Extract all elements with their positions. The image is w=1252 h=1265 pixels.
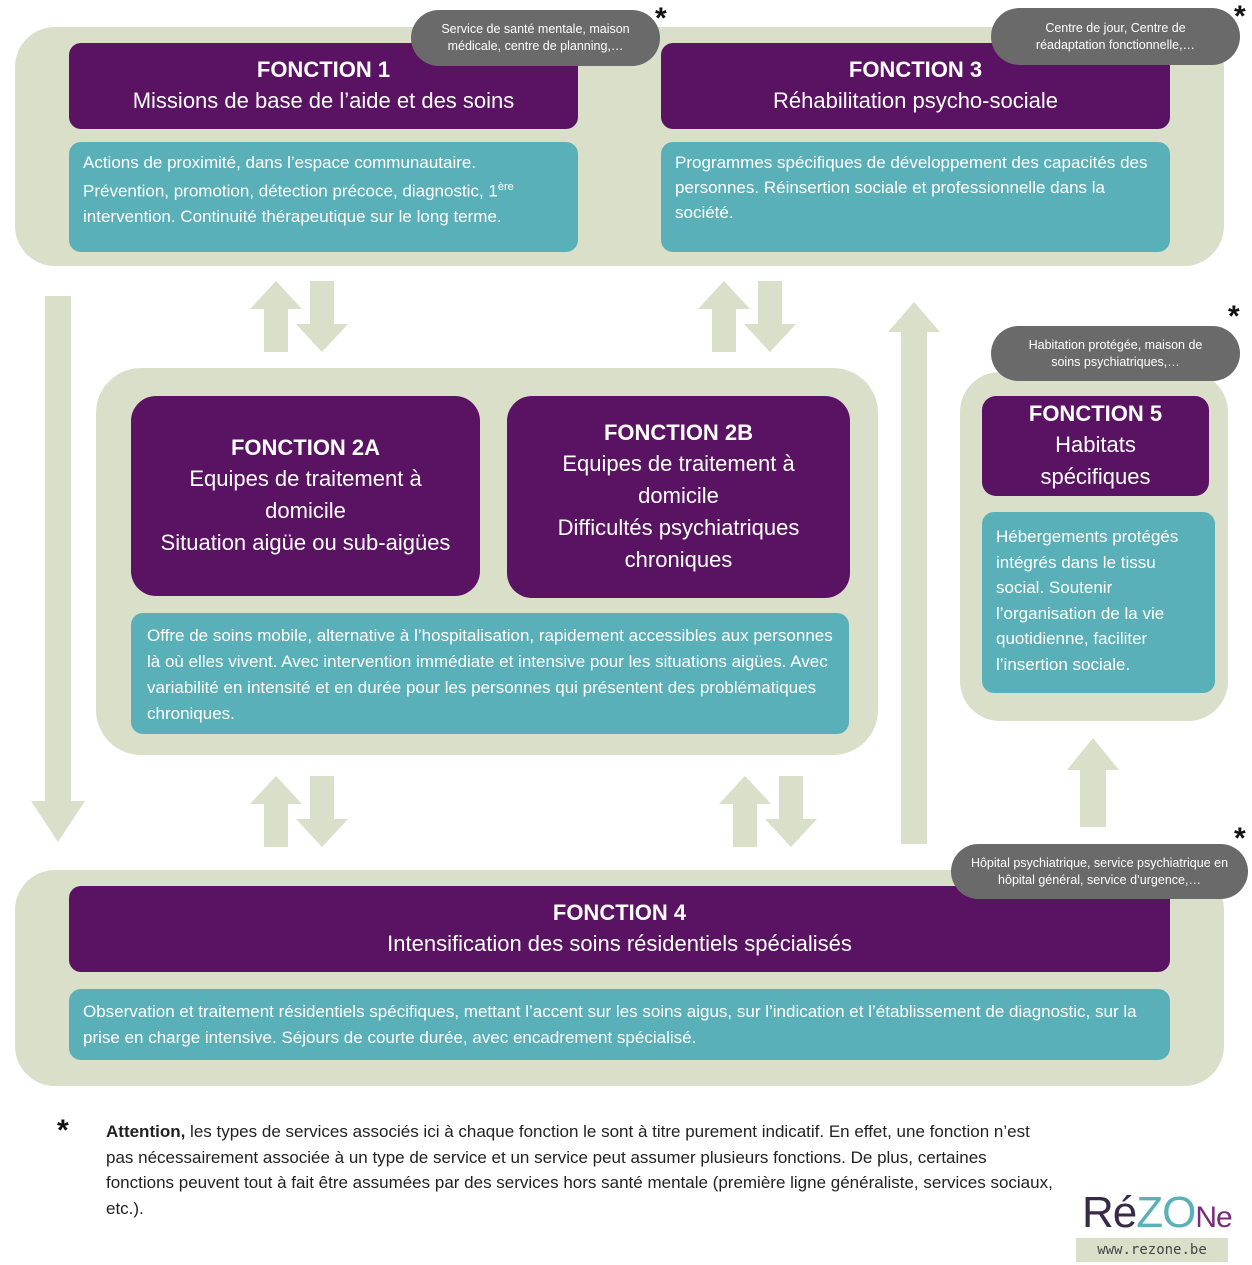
function-3-subtitle: Réhabilitation psycho-sociale [773, 88, 1058, 113]
footnote-text: les types de services associés ici à cha… [106, 1122, 1053, 1218]
function-2b-line-1: Equipes de traitement à domicile [562, 451, 795, 508]
function-2b-title: FONCTION 2B [603, 420, 754, 445]
function-1-subtitle: Missions de base de l’aide et des soins [132, 88, 515, 113]
arrow-up-down-pair-icon [250, 281, 348, 352]
function-4-subtitle: Intensification des soins résidentiels s… [387, 931, 852, 956]
asterisk-function-3: * [1234, 0, 1246, 33]
arrow-down-long-icon [31, 296, 85, 842]
rezone-logo-wordmark: RéZONe [1082, 1188, 1233, 1237]
rezone-logo[interactable]: RéZONe www.rezone.be [1076, 1190, 1233, 1262]
arrow-up-down-pair-icon [698, 281, 796, 352]
function-2b-header: FONCTION 2B Equipes de traitement à domi… [507, 396, 850, 598]
function-3-title: FONCTION 3 [848, 57, 983, 82]
function-5-subtitle: Habitats spécifiques [1040, 432, 1151, 489]
arrow-up-down-pair-icon [719, 776, 817, 847]
function-2-description: Offre de soins mobile, alternative à l’h… [131, 613, 849, 734]
function-2a-line-1: Equipes de traitement à domicile [189, 466, 422, 523]
function-5-services-bubble: Habitation protégée, maison de soins psy… [991, 326, 1240, 381]
arrow-up-down-pair-icon [250, 776, 348, 847]
function-1-services-bubble: Service de santé mentale, maison médical… [411, 10, 660, 66]
arrow-up-icon [1067, 738, 1119, 827]
arrow-up-long-icon [888, 302, 940, 844]
asterisk-function-4: * [1234, 822, 1246, 855]
function-2a-line-2: Situation aigüe ou sub-aigües [160, 530, 451, 555]
function-3-description: Programmes spécifiques de développement … [661, 142, 1170, 252]
function-5-description: Hébergements protégés intégrés dans le t… [982, 512, 1215, 693]
function-2a-header: FONCTION 2A Equipes de traitement à domi… [131, 396, 480, 596]
asterisk-function-1: * [655, 2, 667, 35]
function-2b-line-2: Difficultés psychiatriques chroniques [557, 515, 800, 572]
footnote: Attention, les types de services associé… [106, 1119, 1056, 1221]
function-4-services-bubble: Hôpital psychiatrique, service psychiatr… [951, 844, 1248, 899]
asterisk-footnote: * [57, 1114, 69, 1147]
function-1-title: FONCTION 1 [256, 57, 391, 82]
function-4-description: Observation et traitement résidentiels s… [69, 989, 1170, 1060]
function-2a-title: FONCTION 2A [230, 435, 381, 460]
function-1-description: Actions de proximité, dans l’espace comm… [69, 142, 578, 252]
function-1-header: FONCTION 1 Missions de base de l’aide et… [69, 43, 578, 129]
function-5-header: FONCTION 5 Habitats spécifiques [982, 396, 1209, 496]
footnote-attention: Attention, [106, 1122, 186, 1141]
function-4-title: FONCTION 4 [552, 900, 687, 925]
function-4-header: FONCTION 4 Intensification des soins rés… [69, 886, 1170, 972]
function-5-title: FONCTION 5 [1028, 401, 1163, 426]
rezone-url-link[interactable]: www.rezone.be [1076, 1238, 1228, 1262]
function-3-services-bubble: Centre de jour, Centre de réadaptation f… [991, 8, 1240, 65]
asterisk-function-5: * [1228, 300, 1240, 333]
